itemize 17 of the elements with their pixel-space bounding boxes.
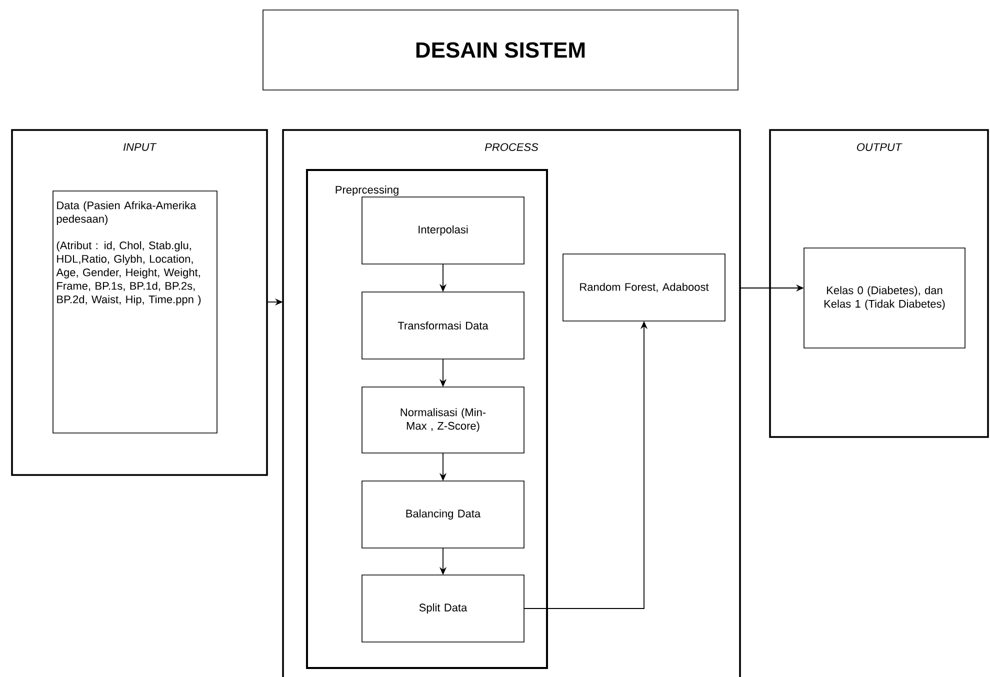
panel-heading: PROCESS [484,143,538,151]
process-box: Normalisasi (Min-Max , Z-Score) [362,386,524,454]
process-box: Balancing Data [362,480,524,548]
data-box: Data (Pasien Afrika-Amerika pedesaan) (Atribut : id, Chol, Stab.glu, HDL,Ratio, Glybh, Location, Age, Gender, Height, Weight, Frame, BP.1s, BP.1d, BP.2s, BP.2d, Waist, Hip, Time.ppn ) [52,190,218,434]
process-box: Interpolasi [362,196,524,264]
panel-frame [769,129,989,438]
process-box: Kelas 0 (Diabetes), dan Kelas 1 (Tidak Diabetes) [804,248,966,348]
process-box: Split Data [362,574,524,642]
panel-heading: OUTPUT [857,143,902,151]
group-frame [306,169,548,669]
panel-frame [282,129,741,677]
panel-heading: INPUT [123,143,157,151]
panel-frame [11,129,268,476]
process-box: Transformasi Data [362,292,524,360]
process-box: Random Forest, Adaboost [562,254,726,322]
group-heading: Preprcessing [336,186,398,196]
title-box: DESAIN SISTEM [262,10,738,90]
